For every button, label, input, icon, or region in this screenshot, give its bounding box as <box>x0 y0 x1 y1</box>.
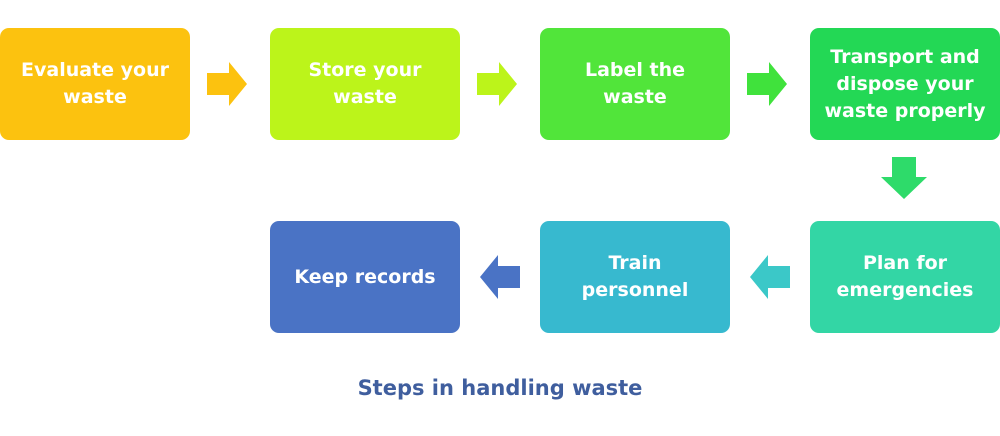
step-label-store: Store your waste <box>308 59 422 108</box>
arrow-right-icon <box>477 62 517 106</box>
step-box-train: Train personnel <box>540 221 730 333</box>
arrow-down-icon <box>881 157 927 199</box>
step-label-train: Train personnel <box>581 252 689 301</box>
step-box-label: Label the waste <box>540 28 730 140</box>
step-box-transport: Transport and dispose your waste properl… <box>810 28 1000 140</box>
step-box-records: Keep records <box>270 221 460 333</box>
arrow-left-icon <box>480 255 520 299</box>
arrow-right-icon <box>747 62 787 106</box>
step-box-plan: Plan for emergencies <box>810 221 1000 333</box>
arrow-left-icon <box>750 255 790 299</box>
step-label-label: Label the waste <box>584 59 686 108</box>
step-box-evaluate: Evaluate your waste <box>0 28 190 140</box>
step-box-store: Store your waste <box>270 28 460 140</box>
diagram-caption: Steps in handling waste <box>357 376 643 400</box>
arrow-right-icon <box>207 62 247 106</box>
step-label-records: Keep records <box>294 265 436 288</box>
step-label-transport: Transport and dispose your waste properl… <box>824 45 986 122</box>
step-label-evaluate: Evaluate your waste <box>21 59 169 108</box>
step-label-plan: Plan for emergencies <box>836 252 974 301</box>
